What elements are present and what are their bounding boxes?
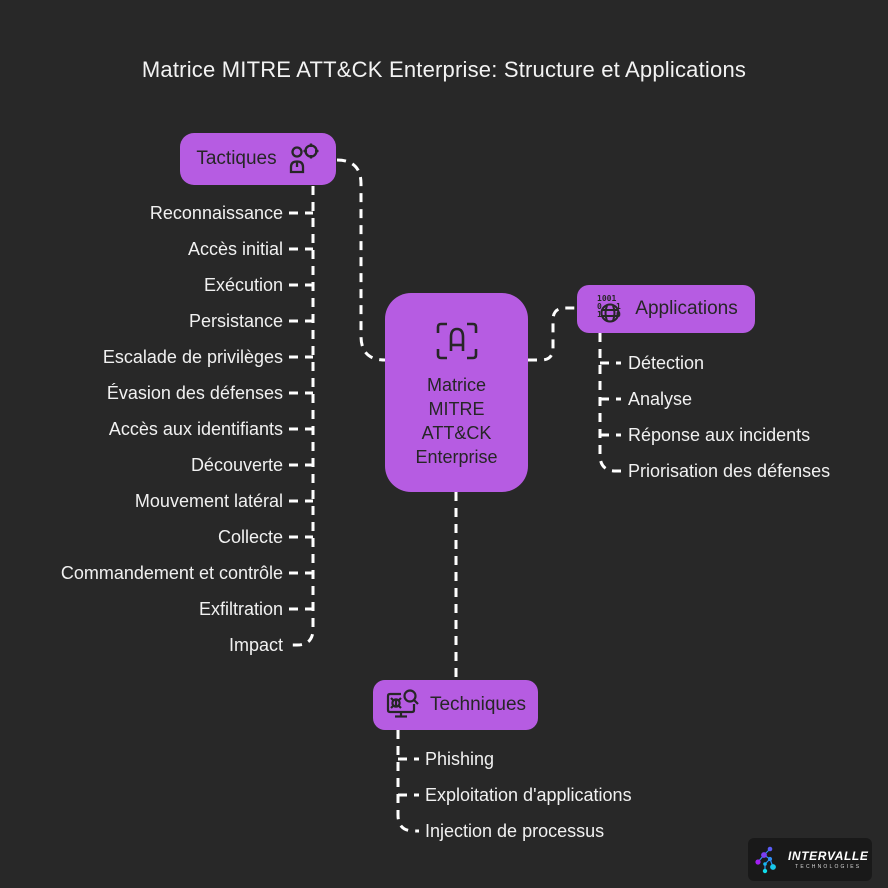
technique-item: Exploitation d'applications: [425, 785, 632, 805]
node-techniques: Techniques: [373, 680, 538, 730]
svg-text:0: 0: [597, 302, 602, 311]
tactique-item: Accès aux identifiants: [108, 419, 283, 439]
diagram-title: Matrice MITRE ATT&CK Enterprise: Structu…: [141, 57, 747, 82]
application-item: Analyse: [628, 389, 693, 409]
node-central-label: Matrice MITRE ATT&CK Enterprise: [415, 375, 498, 467]
tactique-item: Mouvement latéral: [134, 491, 283, 511]
tactiques-item-list: Reconnaissance Accès initial Exécution P…: [61, 195, 283, 663]
tactique-item: Découverte: [190, 455, 283, 475]
tactique-item: Collecte: [217, 527, 283, 547]
svg-text:1001: 1001: [597, 294, 616, 303]
scan-letter-icon: [432, 319, 482, 363]
edge-central-applications: [528, 306, 577, 362]
tactique-item: Impact: [228, 635, 283, 655]
applications-item-list: Détection Analyse Réponse aux incidents …: [628, 345, 830, 489]
logo-text: INTERVALLE TECHNOLOGIES: [788, 850, 868, 870]
tactique-item: Évasion des défenses: [106, 383, 283, 403]
node-applications: 1001 0 1 1 0 Applications: [577, 285, 755, 333]
svg-text:1: 1: [597, 310, 602, 319]
tactique-item: Commandement et contrôle: [60, 563, 283, 583]
tactique-item: Reconnaissance: [149, 203, 283, 223]
node-tactiques-label: Tactiques: [196, 148, 277, 169]
tactique-item: Accès initial: [187, 239, 283, 259]
node-tactiques: Tactiques: [180, 133, 336, 185]
tactique-item: Exécution: [203, 275, 283, 295]
logo-brand: INTERVALLE: [788, 848, 869, 863]
spine-tactiques: [289, 186, 315, 647]
tactique-item: Escalade de privilèges: [102, 347, 283, 367]
application-item: Détection: [628, 353, 705, 373]
binary-globe-icon: 1001 0 1 1 0: [594, 293, 626, 325]
spine-techniques: [396, 730, 419, 833]
bug-search-icon: [385, 689, 421, 721]
technique-item: Phishing: [425, 749, 495, 769]
spine-applications: [598, 333, 621, 473]
tactique-item: Exfiltration: [198, 599, 283, 619]
application-item: Réponse aux incidents: [628, 425, 811, 445]
svg-text:1: 1: [616, 302, 621, 311]
tactique-item: Persistance: [188, 311, 283, 331]
technique-item: Injection de processus: [425, 821, 605, 841]
edge-tactiques-central: [336, 158, 386, 362]
intervalle-network-icon: [754, 845, 782, 875]
target-user-icon: [286, 143, 320, 175]
application-item: Priorisation des défenses: [628, 461, 831, 481]
logo-subtitle: TECHNOLOGIES: [795, 863, 862, 870]
intervalle-logo: INTERVALLE TECHNOLOGIES: [748, 838, 872, 881]
node-applications-label: Applications: [635, 298, 738, 319]
node-central: Matrice MITRE ATT&CK Enterprise: [385, 293, 528, 492]
node-techniques-label: Techniques: [429, 694, 527, 715]
techniques-item-list: Phishing Exploitation d'applications Inj…: [425, 741, 632, 849]
